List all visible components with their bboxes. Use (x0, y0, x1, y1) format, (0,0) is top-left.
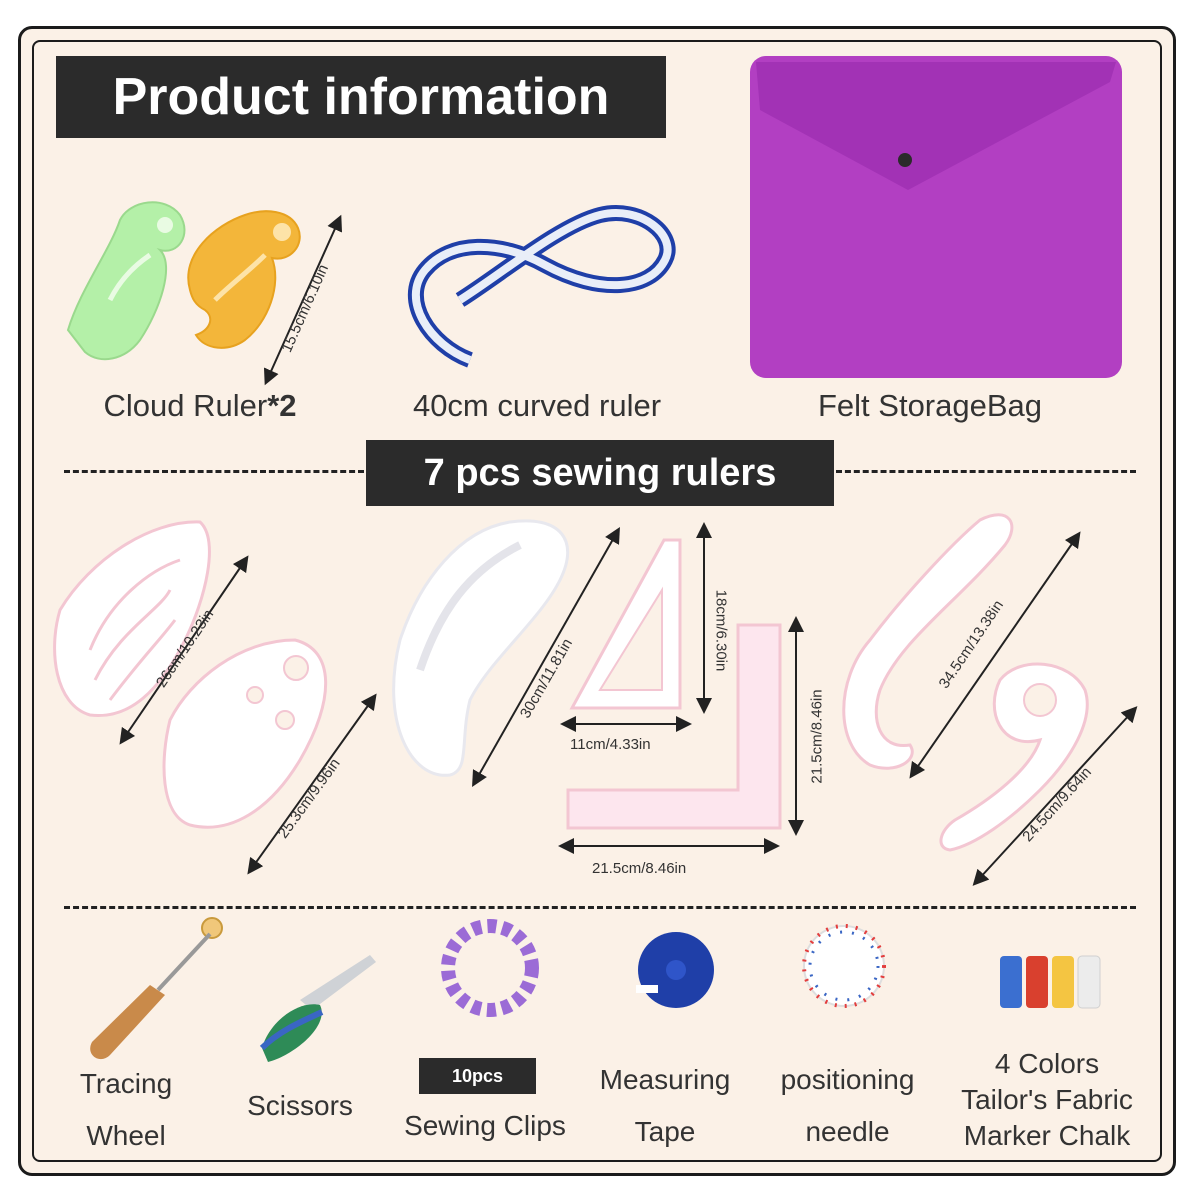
divider-left (64, 470, 364, 473)
sewing-clips-icon (441, 919, 539, 1017)
cloud-ruler-label: Cloud Ruler*2 (103, 388, 297, 423)
curved-ruler-icon (407, 205, 676, 368)
dimension-label: 11cm/4.33in (570, 736, 651, 753)
ruler-3-icon (392, 519, 570, 777)
storage-bag-label: Felt StorageBag (817, 388, 1043, 423)
tracing-wheel-icon (90, 917, 223, 1060)
chalk-icon (1000, 955, 1101, 1009)
dimension-label: 21.5cm/8.46in (808, 689, 826, 784)
dimension-arrows (119, 522, 1138, 886)
inner-frame (32, 40, 1162, 1162)
sewing-clips-badge: 10pcs (419, 1058, 536, 1094)
dimension-label: 18cm/6.30in (712, 589, 730, 672)
scissors-icon (259, 955, 376, 1062)
divider-bottom (64, 906, 1136, 909)
felt-bag-icon (750, 56, 1122, 378)
ruler-7-icon (939, 662, 1089, 852)
dimension-label: 21.5cm/8.46in (592, 860, 687, 877)
divider-right (836, 470, 1136, 473)
ruler-1-icon (53, 520, 211, 718)
ruler-6-icon (842, 513, 1014, 770)
cloud-ruler-orange-icon (187, 210, 301, 349)
curved-ruler-label: 40cm curved ruler (412, 388, 662, 423)
ruler-4-icon (569, 538, 682, 710)
page-title: Product information (56, 56, 666, 138)
ruler-5-icon (566, 623, 782, 830)
positioning-needle-icon (802, 924, 886, 1008)
scissors-label: Scissors (247, 1090, 353, 1121)
measuring-tape-icon (636, 932, 714, 1008)
section-title: 7 pcs sewing rulers (366, 440, 834, 506)
sewing-clips-label: Sewing Clips (404, 1110, 566, 1141)
cloud-ruler-green-icon (66, 201, 186, 361)
